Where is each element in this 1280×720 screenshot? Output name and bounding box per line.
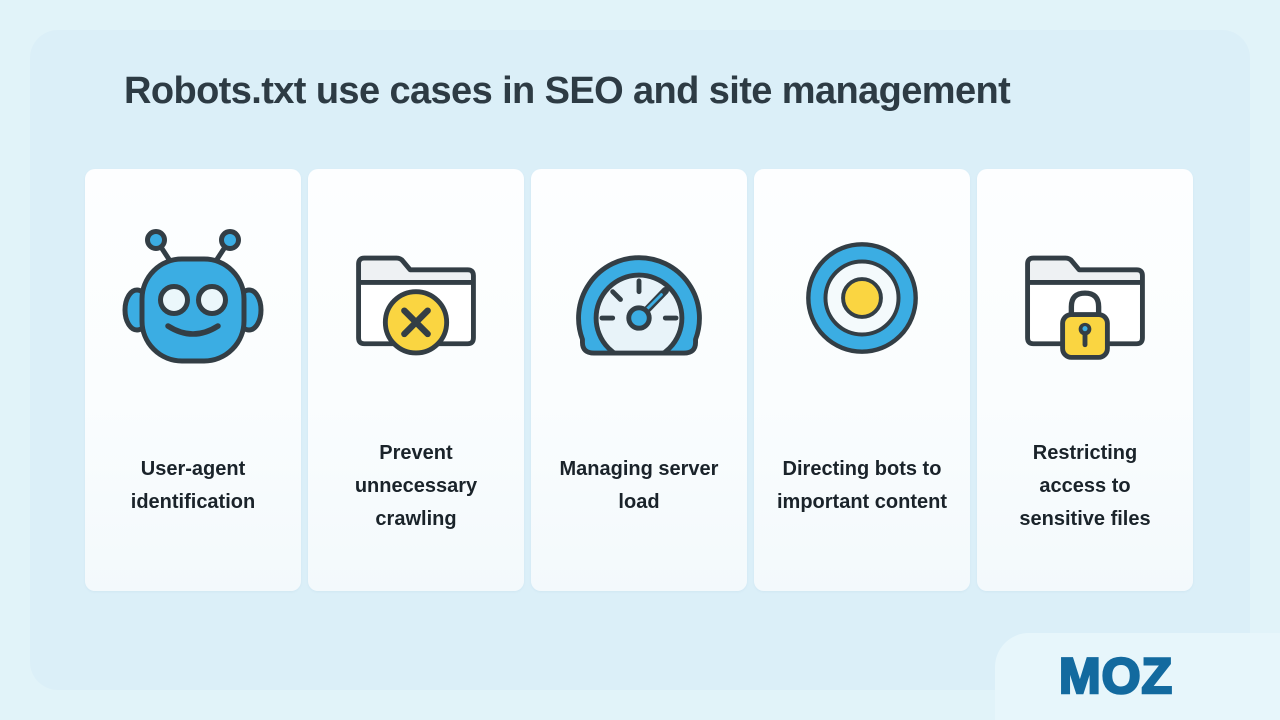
card-managing-server-load: Managing server load — [531, 169, 747, 591]
use-case-cards: User-agent identification Prevent unnece… — [85, 169, 1193, 591]
label-container: Managing server load — [531, 427, 747, 545]
label-container: User-agent identification — [85, 427, 301, 545]
robot-icon — [122, 229, 264, 364]
label-container: Restricting access to sensitive files — [977, 427, 1193, 545]
folder-block-icon — [356, 255, 476, 356]
icon-container — [531, 169, 747, 427]
icon-container — [754, 169, 970, 427]
card-prevent-unnecessary-crawling: Prevent unnecessary crawling — [308, 169, 524, 591]
moz-logo: MOZ — [1058, 650, 1174, 704]
use-case-label: Directing bots to important content — [777, 458, 947, 513]
use-case-label: Prevent unnecessary crawling — [354, 441, 478, 530]
icon-container — [308, 169, 524, 427]
card-directing-bots: Directing bots to important content — [754, 169, 970, 591]
use-case-label: User-agent identification — [130, 458, 256, 513]
label-container: Prevent unnecessary crawling — [308, 427, 524, 545]
speedometer-icon — [576, 254, 702, 356]
icon-container — [977, 169, 1193, 427]
brand-badge-background: MOZ — [995, 633, 1280, 720]
target-icon — [806, 242, 918, 354]
card-restricting-access: Restricting access to sensitive files — [977, 169, 1193, 591]
label-container: Directing bots to important content — [754, 427, 970, 545]
folder-lock-icon — [1025, 255, 1145, 360]
use-case-label: Restricting access to sensitive files — [1019, 441, 1151, 530]
moz-logo-text: MOZ — [1059, 650, 1173, 704]
use-case-label: Managing server load — [559, 458, 719, 513]
card-user-agent-identification: User-agent identification — [85, 169, 301, 591]
icon-container — [85, 169, 301, 427]
page-title: Robots.txt use cases in SEO and site man… — [124, 70, 1011, 112]
